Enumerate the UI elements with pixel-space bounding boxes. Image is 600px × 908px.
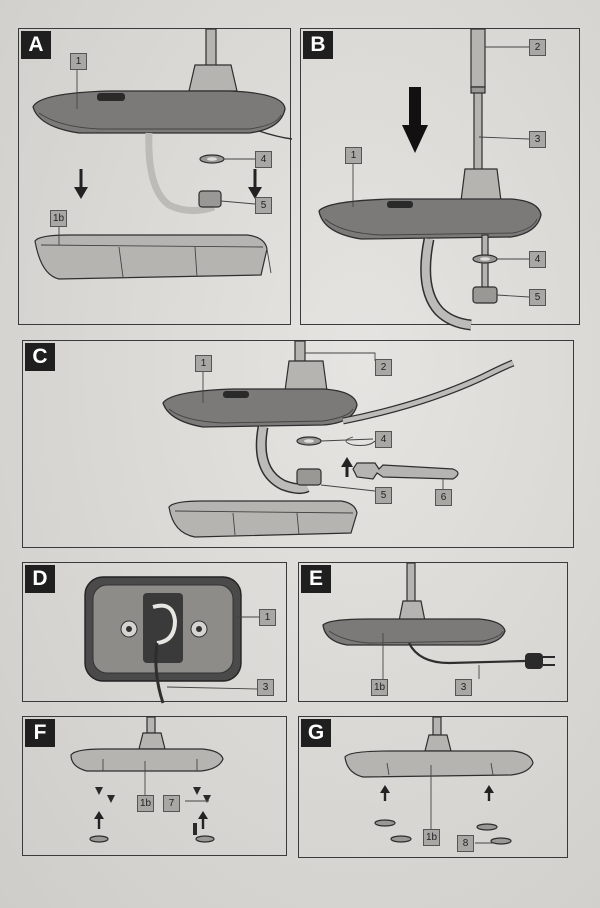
panel-g: G 1b 8 — [298, 716, 568, 858]
callout-f-7: 7 — [163, 795, 180, 812]
panel-f: F 1b 7 — [22, 716, 287, 856]
panel-g-tag: G — [301, 719, 331, 747]
callout-c-5: 5 — [375, 487, 392, 504]
callout-b-1: 1 — [345, 147, 362, 164]
callout-b-2: 2 — [529, 39, 546, 56]
illustration-f — [70, 716, 224, 843]
illustration-c — [162, 340, 515, 538]
callout-c-1: 1 — [195, 355, 212, 372]
illustration-e — [322, 562, 555, 679]
callout-c-6: 6 — [435, 489, 452, 506]
callout-b-4: 4 — [529, 251, 546, 268]
callout-d-1: 1 — [259, 609, 276, 626]
panel-c: C 1 2 4 5 6 — [22, 340, 574, 548]
illustration-g — [344, 716, 534, 845]
panel-b: B 2 1 3 4 5 — [300, 28, 580, 331]
callout-f-1b: 1b — [137, 795, 154, 812]
callout-a-4: 4 — [255, 151, 272, 168]
callout-a-1b: 1b — [50, 210, 67, 227]
callout-a-5: 5 — [255, 197, 272, 214]
callout-a-1: 1 — [70, 53, 87, 70]
panel-e-tag: E — [301, 565, 331, 593]
callout-c-4: 4 — [375, 431, 392, 448]
illustration-d — [84, 576, 263, 704]
panel-b-tag: B — [303, 31, 333, 59]
callout-e-3: 3 — [455, 679, 472, 696]
panel-a: A 1 4 5 1b — [18, 28, 293, 325]
panel-c-tag: C — [25, 343, 55, 371]
illustration-a — [32, 28, 293, 280]
panel-e: E 1b 3 — [298, 562, 568, 702]
callout-b-3: 3 — [529, 131, 546, 148]
illustration-b — [318, 28, 542, 331]
callout-c-2: 2 — [375, 359, 392, 376]
panel-d: D 1 3 — [22, 562, 287, 704]
panel-f-tag: F — [25, 719, 55, 747]
panel-a-tag: A — [21, 31, 51, 59]
callout-d-3: 3 — [257, 679, 274, 696]
callout-e-1b: 1b — [371, 679, 388, 696]
callout-b-5: 5 — [529, 289, 546, 306]
callout-g-1b: 1b — [423, 829, 440, 846]
callout-g-8: 8 — [457, 835, 474, 852]
panel-d-tag: D — [25, 565, 55, 593]
